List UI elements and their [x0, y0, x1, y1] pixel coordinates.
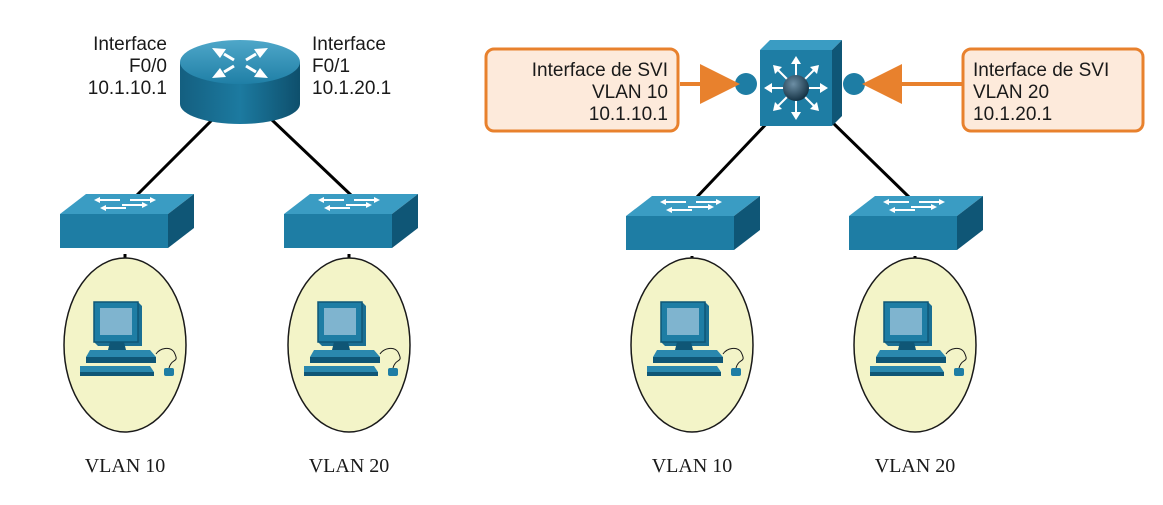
router-to-switch-vlan10-link — [134, 118, 214, 198]
svi-vlan10-callout: Interface de SVI VLAN 10 10.1.10.1 — [484, 47, 680, 133]
switch-icon — [283, 193, 419, 249]
router-interface-f0-1-name: F0/1 — [312, 56, 350, 77]
vlan-label: VLAN 10 — [652, 455, 733, 477]
vlan-label: VLAN 10 — [85, 455, 166, 477]
router-interface-f0-1-label: Interface — [312, 34, 386, 55]
svi-vlan20-callout: Interface de SVI VLAN 20 10.1.20.1 — [961, 47, 1145, 133]
svi-callout-vlan: VLAN 10 — [592, 82, 668, 103]
router-interface-f0-0-name: F0/0 — [129, 56, 167, 77]
svi-callout-ip: 10.1.20.1 — [973, 104, 1052, 125]
l3-switch-to-switch-vlan20-link — [828, 118, 912, 200]
switch-icon — [848, 195, 984, 251]
svi-callout-vlan: VLAN 20 — [973, 82, 1049, 103]
svi-callout-title: Interface de SVI — [532, 60, 668, 81]
router-interface-f0-1-ip: 10.1.20.1 — [312, 78, 391, 99]
l3-switch-to-switch-vlan10-link — [694, 118, 772, 200]
router-icon — [180, 40, 300, 124]
layer3-switch-topology: Interface de SVI VLAN 10 10.1.10.1 Inter… — [484, 40, 1145, 477]
svi-port-dot — [843, 73, 865, 95]
vlan-label: VLAN 20 — [875, 455, 956, 477]
switch-icon — [59, 193, 195, 249]
layer3-switch-icon — [760, 40, 842, 126]
vlan-label: VLAN 20 — [309, 455, 390, 477]
svi-callout-title: Interface de SVI — [973, 60, 1109, 81]
router-interface-f0-0-ip: 10.1.10.1 — [88, 78, 167, 99]
switch-icon — [625, 195, 761, 251]
router-to-switch-vlan20-link — [270, 118, 354, 198]
svi-callout-ip: 10.1.10.1 — [589, 104, 668, 125]
router-interface-f0-0-label: Interface — [93, 34, 167, 55]
router-on-stick-topology: Interface F0/0 10.1.10.1 Interface F0/1 … — [59, 34, 419, 477]
svi-port-dot — [735, 73, 757, 95]
